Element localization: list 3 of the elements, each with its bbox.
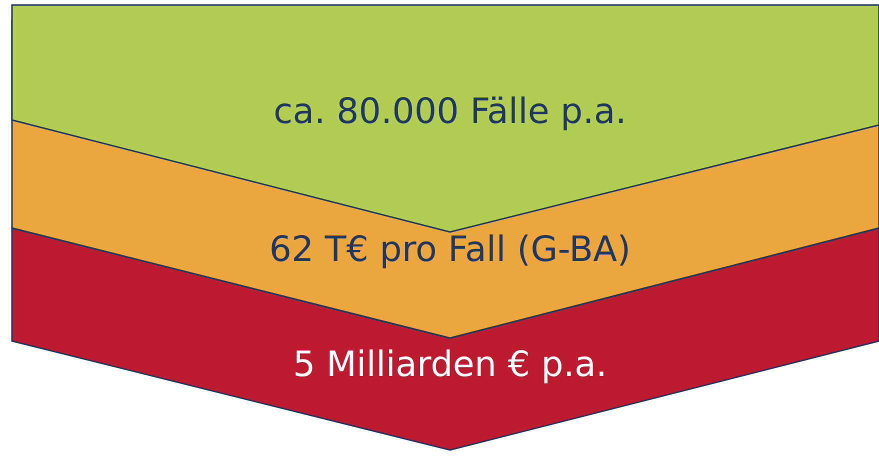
band-label: 62 T€ pro Fall (G-BA) — [269, 233, 631, 268]
band-label: 5 Milliarden € p.a. — [292, 348, 608, 383]
band-label: ca. 80.000 Fälle p.a. — [274, 95, 626, 130]
